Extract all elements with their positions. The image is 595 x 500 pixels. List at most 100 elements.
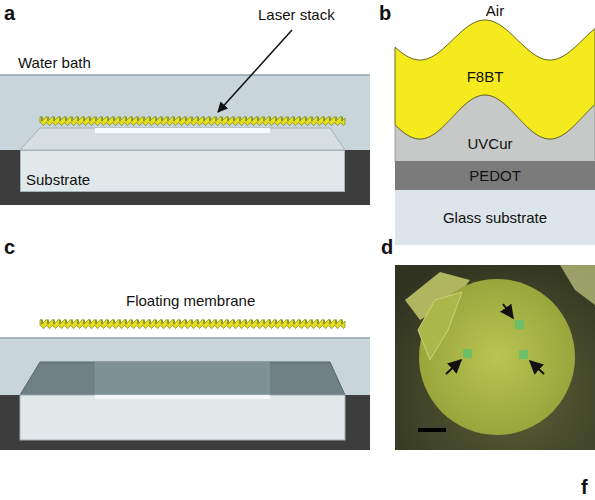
pointer-arrow — [503, 304, 513, 318]
grating-ridge — [209, 117, 211, 122]
grating-ridge — [119, 320, 121, 325]
water-bath — [0, 338, 370, 450]
grating-ridge — [95, 320, 97, 325]
substrate-well — [95, 128, 270, 133]
grating-ridge — [149, 117, 151, 122]
grating-ridge — [239, 117, 241, 122]
grating-ridge — [203, 117, 205, 122]
grating-ridge — [77, 117, 79, 122]
grating-ridge — [47, 320, 49, 325]
grating-ridge — [197, 117, 199, 122]
base-plate — [0, 395, 370, 450]
grating-ridge — [113, 320, 115, 325]
grating-ridge — [155, 117, 157, 122]
grating-ridge — [137, 320, 139, 325]
grating-ridge — [59, 117, 61, 122]
panel-letter: c — [4, 236, 15, 259]
grating-ridge — [233, 117, 235, 122]
pedot-layer: PEDOT — [395, 161, 595, 190]
substrate-top — [20, 128, 345, 150]
grating-ridge — [245, 320, 247, 325]
grating-ridge — [305, 117, 307, 122]
grating-ridge — [161, 320, 163, 325]
grating-ridge — [185, 320, 187, 325]
substrate-block: Substrate — [20, 150, 345, 192]
pointer-arrow — [530, 361, 544, 374]
grating-ridge — [281, 320, 283, 325]
grating-ridge — [191, 320, 193, 325]
part-label: Water bath — [18, 54, 91, 71]
grating-ridge — [125, 320, 127, 325]
substrate-well — [95, 395, 270, 399]
grating-ridge — [77, 320, 79, 325]
layer-label: PEDOT — [469, 167, 521, 184]
grating-ridge — [317, 117, 319, 122]
grating-ridge — [227, 320, 229, 325]
grating-ridge — [293, 320, 295, 325]
grating-ridge — [257, 320, 259, 325]
grating-ridge — [185, 117, 187, 122]
grating-ridge — [287, 117, 289, 122]
grating-ridge — [215, 320, 217, 325]
laser-spot — [515, 320, 524, 329]
part-label: Floating membrane — [126, 292, 255, 309]
photo-background — [395, 265, 595, 450]
layer-label: UVCur — [467, 135, 512, 152]
torn-film — [560, 265, 595, 305]
grating-ridge — [323, 117, 325, 122]
grating-ridge — [203, 320, 205, 325]
grating-ridge — [83, 117, 85, 122]
laser-spot — [519, 350, 528, 359]
grating-ridge — [101, 320, 103, 325]
membrane-body — [40, 117, 345, 126]
membrane-body — [40, 320, 345, 329]
grating-ridge — [41, 320, 43, 325]
grating-ridge — [113, 117, 115, 122]
grating-ridge — [245, 117, 247, 122]
grating-ridge — [101, 117, 103, 122]
grating-ridge — [251, 117, 253, 122]
grating-ridge — [275, 320, 277, 325]
grating-ridge — [335, 320, 337, 325]
grating-ridge — [107, 117, 109, 122]
grating-ridge — [143, 117, 145, 122]
grating-ridge — [233, 320, 235, 325]
grating-ridge — [287, 320, 289, 325]
grating-ridge — [83, 320, 85, 325]
grating-ridge — [341, 117, 343, 122]
grating-ridge — [221, 117, 223, 122]
substrate-well — [95, 362, 270, 395]
layer-label: Glass substrate — [443, 209, 547, 226]
grating-ridge — [335, 117, 337, 122]
grating-ridge — [149, 320, 151, 325]
grating-ridge — [251, 320, 253, 325]
grating-ridge — [329, 117, 331, 122]
grating-ridge — [59, 320, 61, 325]
grating-ridge — [299, 117, 301, 122]
grating-ridge — [41, 117, 43, 122]
grating-ridge — [341, 320, 343, 325]
grating-ridge — [179, 320, 181, 325]
grating-ridge — [71, 320, 73, 325]
grating-ridge — [281, 117, 283, 122]
grating-ridge — [329, 320, 331, 325]
leader-arrow — [218, 30, 292, 112]
laser-spot — [463, 349, 472, 358]
substrate-block — [20, 395, 345, 440]
floating-membrane — [40, 320, 345, 329]
grating-ridge — [257, 117, 259, 122]
grating-ridge — [65, 320, 67, 325]
grating-ridge — [197, 320, 199, 325]
grating-ridge — [209, 320, 211, 325]
grating-ridge — [263, 117, 265, 122]
grating-ridge — [143, 320, 145, 325]
grating-ridge — [125, 117, 127, 122]
grating-ridge — [173, 117, 175, 122]
water-bath — [0, 75, 370, 205]
scale-bar — [418, 428, 446, 432]
grating-ridge — [269, 117, 271, 122]
torn-flap — [418, 292, 462, 360]
